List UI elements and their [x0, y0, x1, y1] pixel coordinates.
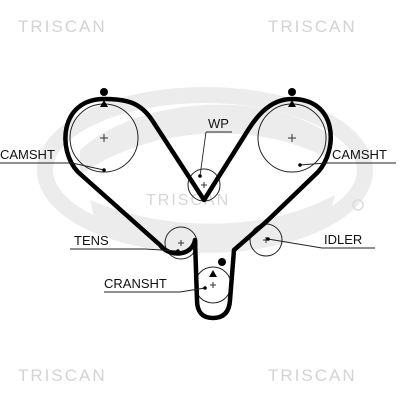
- timing-triangle-left-cam: [100, 100, 108, 107]
- timing-belt: [63, 96, 333, 321]
- leader-end-dots: [102, 163, 302, 290]
- timing-dot-left-cam: [100, 88, 108, 96]
- watermark-text-bottom-right: TRISCAN: [268, 366, 357, 385]
- logo-watermark: [37, 87, 373, 253]
- pulley-center-marks: [100, 134, 296, 288]
- leader-lines: [0, 131, 396, 293]
- timing-triangle-crank: [209, 270, 217, 277]
- label-idler: IDLER: [324, 232, 362, 247]
- watermark-text-top-left: TRISCAN: [18, 17, 107, 36]
- watermark-text-center: TRISCAN: [146, 192, 230, 209]
- label-camshaft-left: CAMSHT: [0, 147, 55, 162]
- timing-marks: [100, 88, 296, 277]
- timing-triangle-right-cam: [288, 100, 296, 107]
- label-tensioner: TENS: [74, 233, 109, 248]
- watermark-text-bottom-left: TRISCAN: [18, 366, 107, 385]
- timing-dot-crank: [218, 258, 226, 266]
- label-crankshaft: CRANSHT: [104, 276, 167, 291]
- watermark-text-top-right: TRISCAN: [268, 17, 357, 36]
- label-water-pump: WP: [208, 116, 229, 131]
- label-camshaft-right: CAMSHT: [332, 147, 387, 162]
- timing-dot-right-cam: [288, 88, 296, 96]
